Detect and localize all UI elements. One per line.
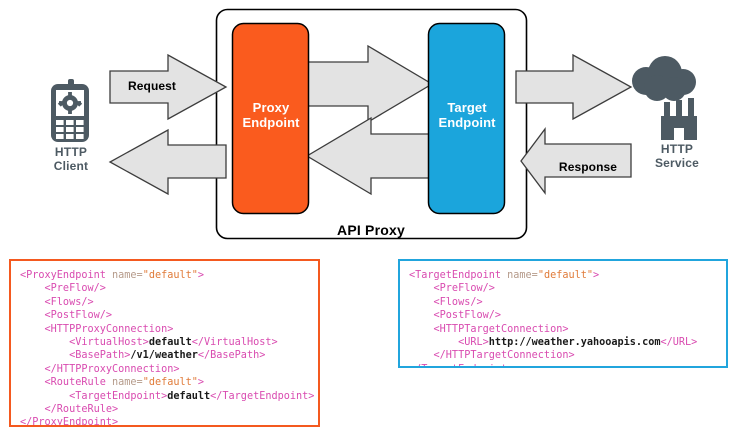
code-token-attrval: "default" xyxy=(537,270,594,281)
factory-icon xyxy=(661,98,697,140)
code-token-tag: </TargetEndpoint> xyxy=(210,390,315,402)
code-line: <URL>http://weather.yahooapis.com</URL> xyxy=(409,336,717,349)
code-line: <BasePath>/v1/weather</BasePath> xyxy=(20,349,309,362)
code-line: <PreFlow/> xyxy=(409,282,717,295)
code-token-tag: </HTTPTargetConnection> xyxy=(409,350,575,362)
code-line: <VirtualHost>default</VirtualHost> xyxy=(20,336,309,349)
code-token-tag: <Flows/> xyxy=(20,296,94,308)
code-token-tag: > xyxy=(197,270,205,281)
code-token-txt: default xyxy=(167,390,211,402)
code-token-tag: <TargetEndpoint> xyxy=(20,390,168,402)
arrow-target-to-service xyxy=(515,53,633,121)
code-token-tag: </ProxyEndpoint> xyxy=(20,417,119,427)
code-token-txt: default xyxy=(148,337,192,349)
arrow-request-inbound xyxy=(109,53,228,121)
http-client-caption-line2: Client xyxy=(53,159,89,173)
code-token-tag: <PreFlow/> xyxy=(20,283,106,295)
proxy-endpoint-label: Proxy Endpoint xyxy=(232,100,310,130)
code-line: <PreFlow/> xyxy=(20,282,309,295)
code-token-tag: <PostFlow/> xyxy=(20,310,113,322)
code-token-tag: </BasePath> xyxy=(197,350,266,362)
code-line: <Flows/> xyxy=(409,296,717,309)
code-line: <Flows/> xyxy=(20,296,309,309)
code-line: <TargetEndpoint>default</TargetEndpoint> xyxy=(20,390,314,403)
code-token-attrval: "default" xyxy=(142,270,198,281)
code-line: <PostFlow/> xyxy=(409,309,717,322)
code-token-tag: <HTTPProxyConnection> xyxy=(20,323,174,335)
code-token-txt: /v1/weather xyxy=(130,350,198,362)
http-client-caption-line1: HTTP xyxy=(54,145,88,159)
request-arrow-label: Request xyxy=(127,79,177,93)
http-service-caption-line1: HTTP xyxy=(660,142,694,156)
http-service-caption: HTTP Service xyxy=(637,142,717,170)
code-line: <ProxyEndpoint name="default"> xyxy=(20,269,309,282)
target-endpoint-label: Target Endpoint xyxy=(428,100,506,130)
code-line: <HTTPProxyConnection> xyxy=(20,323,309,336)
code-token-tag: </TargetEndpoint> xyxy=(409,364,513,366)
target-endpoint-label-line2: Endpoint xyxy=(438,115,496,130)
code-token-tag: <RouteRule xyxy=(20,377,113,389)
code-token-tag: > xyxy=(197,377,205,389)
code-token-tag: </URL> xyxy=(660,337,698,349)
api-proxy-label: API Proxy xyxy=(337,222,405,238)
http-service-caption-line2: Service xyxy=(654,156,700,170)
code-line: </RouteRule> xyxy=(20,403,309,416)
code-line: <TargetEndpoint name="default"> xyxy=(409,269,717,282)
code-token-tag: <PostFlow/> xyxy=(409,310,502,322)
code-token-tag: > xyxy=(593,270,600,281)
code-token-txt: http://weather.yahooapis.com xyxy=(488,337,661,349)
code-line: </ProxyEndpoint> xyxy=(20,416,309,427)
arrow-proxy-to-target xyxy=(306,44,434,124)
code-token-tag: <VirtualHost> xyxy=(20,337,149,349)
proxy-endpoint-box[interactable] xyxy=(231,22,310,215)
code-token-attr: name= xyxy=(507,270,538,281)
code-line: <HTTPTargetConnection> xyxy=(409,323,717,336)
code-token-tag: <URL> xyxy=(409,337,489,349)
code-token-tag: <HTTPTargetConnection> xyxy=(409,323,569,335)
http-client-icon xyxy=(51,79,89,142)
arrow-response-outbound xyxy=(108,128,227,196)
proxy-endpoint-label-line1: Proxy xyxy=(252,100,290,115)
target-endpoint-code-block: <TargetEndpoint name="default"> <PreFlow… xyxy=(398,259,728,368)
code-line: </HTTPProxyConnection> xyxy=(20,363,309,376)
code-token-tag: </RouteRule> xyxy=(20,404,119,416)
http-service-icon xyxy=(632,56,697,140)
code-token-tag: <ProxyEndpoint xyxy=(20,270,113,281)
code-line: <PostFlow/> xyxy=(20,309,309,322)
code-token-attrval: "default" xyxy=(142,377,198,389)
code-token-tag: <TargetEndpoint xyxy=(409,270,508,281)
proxy-endpoint-label-line2: Endpoint xyxy=(242,115,300,130)
target-endpoint-box[interactable] xyxy=(427,22,506,215)
proxy-endpoint-code-block: <ProxyEndpoint name="default"> <PreFlow/… xyxy=(9,259,320,427)
code-token-attr: name= xyxy=(112,377,143,389)
code-token-tag: </HTTPProxyConnection> xyxy=(20,363,180,375)
response-arrow-label: Response xyxy=(558,160,618,174)
code-line: </TargetEndpoint> xyxy=(409,363,717,366)
code-token-tag: <Flows/> xyxy=(409,296,483,308)
target-endpoint-label-line1: Target xyxy=(447,100,487,115)
code-token-tag: </VirtualHost> xyxy=(191,337,278,349)
http-client-caption: HTTP Client xyxy=(32,145,110,173)
arrow-target-to-proxy xyxy=(305,116,433,196)
code-line: <RouteRule name="default"> xyxy=(20,376,309,389)
code-token-attr: name= xyxy=(112,270,143,281)
cloud-icon xyxy=(632,56,696,101)
code-token-tag: <BasePath> xyxy=(20,350,131,362)
code-token-tag: <PreFlow/> xyxy=(409,283,495,295)
code-line: </HTTPTargetConnection> xyxy=(409,349,717,362)
arrow-service-to-target xyxy=(520,127,632,195)
